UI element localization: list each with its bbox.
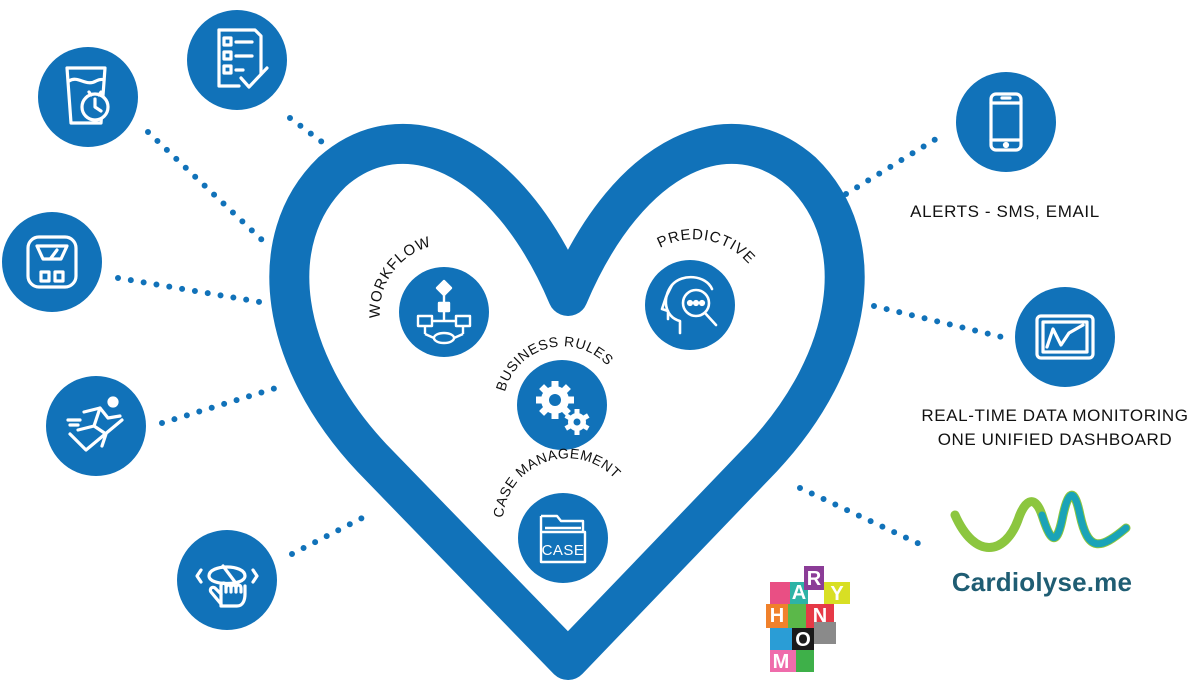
harmony-letter-h: H	[770, 605, 784, 627]
predictive-node: PREDICTIVE	[645, 226, 759, 350]
case-folder-icon: CASE	[518, 493, 608, 583]
connector-touch	[289, 515, 365, 557]
business-rules-node: BUSINESS RULES	[492, 333, 616, 450]
weighing-scale-icon	[2, 212, 102, 312]
dotted-connectors	[115, 115, 1009, 557]
harmony-letter-n: N	[813, 605, 827, 627]
connector-tablet	[871, 303, 1009, 341]
monitoring-label: REAL-TIME DATA MONITORING ONE UNIFIED DA…	[915, 404, 1195, 452]
connector-runner	[159, 385, 279, 426]
water-glass-timer-icon	[38, 47, 138, 147]
connector-scale	[115, 275, 263, 305]
workflow-node: WORKFLOW	[367, 233, 489, 357]
connector-checklist	[287, 115, 333, 151]
cardiolyse-logo-icon	[950, 490, 1131, 552]
smartphone-icon	[956, 72, 1056, 172]
connector-phone	[843, 131, 947, 197]
case-tab-label: CASE	[542, 542, 585, 559]
predictive-label: PREDICTIVE	[655, 226, 759, 267]
heart-outline	[269, 123, 865, 680]
monitoring-label-line1: REAL-TIME DATA MONITORING	[921, 406, 1189, 425]
harmony-letter-y: Y	[830, 583, 844, 605]
harmony-letter-m: M	[773, 651, 790, 673]
harmony-letter-r: R	[807, 568, 822, 590]
touch-gesture-icon	[177, 530, 277, 630]
gears-icon	[517, 360, 607, 450]
case-management-node: CASE MANAGEMENT CASE	[490, 445, 624, 583]
harmony-letter-o: O	[795, 629, 811, 651]
workflow-icon	[399, 267, 489, 357]
alerts-label: ALERTS - SMS, EMAIL	[910, 202, 1100, 221]
harmony-letter-a: A	[792, 582, 806, 604]
cardiolyse-brand-name: Cardiolyse.me	[951, 567, 1133, 597]
predictive-icon	[645, 260, 735, 350]
running-person-icon	[46, 376, 146, 476]
tablet-chart-icon	[1015, 287, 1115, 387]
connector-water-glass	[145, 129, 265, 243]
connector-cardiolyse	[797, 485, 931, 551]
checklist-icon	[187, 10, 287, 110]
harmony-logo: H A R M O N Y	[766, 566, 850, 673]
monitoring-label-line2: ONE UNIFIED DASHBOARD	[937, 430, 1173, 449]
